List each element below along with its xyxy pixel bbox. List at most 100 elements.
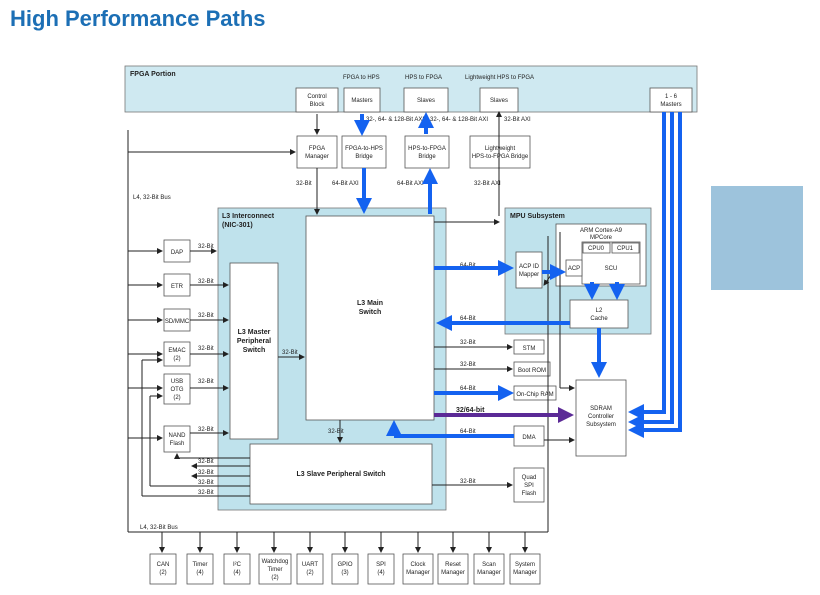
l3-master-peripheral-switch bbox=[229, 262, 279, 440]
svg-text:Flash: Flash bbox=[170, 441, 185, 447]
svg-text:MPU Subsystem: MPU Subsystem bbox=[510, 213, 565, 220]
svg-text:UART: UART bbox=[302, 562, 319, 568]
control-block bbox=[295, 87, 339, 113]
svg-text:Bridge: Bridge bbox=[418, 154, 436, 160]
svg-text:Timer: Timer bbox=[192, 562, 207, 568]
l4-bus-top-label: L4, 32-Bit Bus bbox=[133, 195, 171, 201]
svg-text:Manager: Manager bbox=[406, 570, 430, 576]
svg-text:(2): (2) bbox=[173, 395, 180, 401]
svg-text:64-Bit: 64-Bit bbox=[460, 429, 476, 435]
svg-text:(NIC-301): (NIC-301) bbox=[222, 222, 253, 229]
l2-cache bbox=[569, 299, 629, 329]
svg-text:L3 Main: L3 Main bbox=[357, 300, 383, 307]
svg-text:Boot ROM: Boot ROM bbox=[518, 368, 546, 374]
svg-text:(2): (2) bbox=[173, 356, 180, 362]
svg-text:32-Bit: 32-Bit bbox=[282, 350, 298, 356]
lw-hps-to-fpga-bridge bbox=[469, 135, 531, 169]
svg-text:Watchdog: Watchdog bbox=[262, 559, 289, 565]
svg-text:CAN: CAN bbox=[157, 562, 170, 568]
svg-text:(4): (4) bbox=[196, 570, 203, 576]
svg-text:(2): (2) bbox=[271, 575, 278, 581]
svg-text:Lightweight: Lightweight bbox=[485, 146, 516, 152]
fpga-slaves bbox=[403, 87, 449, 113]
hps-to-fpga-label: HPS to FPGA bbox=[405, 75, 442, 81]
scan-manager-block bbox=[473, 553, 505, 585]
svg-text:L3 Master: L3 Master bbox=[238, 329, 271, 336]
svg-text:Switch: Switch bbox=[243, 347, 266, 354]
uart-block bbox=[296, 553, 324, 585]
svg-text:Control: Control bbox=[307, 94, 326, 100]
svg-text:32-Bit: 32-Bit bbox=[198, 427, 214, 433]
lw-hps-to-fpga-label: Lightweight HPS to FPGA bbox=[465, 75, 534, 81]
clock-manager-block bbox=[402, 553, 434, 585]
svg-text:32-Bit AXI: 32-Bit AXI bbox=[474, 181, 501, 187]
svg-text:Block: Block bbox=[310, 102, 326, 108]
svg-text:Slaves: Slaves bbox=[417, 98, 435, 104]
svg-text:STM: STM bbox=[523, 346, 536, 352]
svg-text:(2): (2) bbox=[306, 570, 313, 576]
svg-text:Reset: Reset bbox=[445, 562, 461, 568]
watermark-box bbox=[711, 186, 803, 290]
black-connectors bbox=[127, 111, 575, 553]
svg-text:Flash: Flash bbox=[522, 491, 537, 497]
svg-text:ETR: ETR bbox=[171, 284, 184, 290]
svg-text:MPCore: MPCore bbox=[590, 235, 613, 241]
svg-text:L3 Interconnect: L3 Interconnect bbox=[222, 213, 275, 220]
svg-text:I²C: I²C bbox=[233, 562, 242, 568]
spi-block bbox=[367, 553, 395, 585]
hps-to-fpga-bridge bbox=[404, 135, 450, 169]
svg-text:Masters: Masters bbox=[351, 98, 372, 104]
svg-text:HPS-to-FPGA Bridge: HPS-to-FPGA Bridge bbox=[472, 154, 529, 160]
svg-text:Cache: Cache bbox=[590, 316, 608, 322]
cpu0-block bbox=[582, 242, 611, 254]
svg-text:DAP: DAP bbox=[171, 250, 183, 256]
svg-text:DMA: DMA bbox=[522, 435, 535, 441]
svg-text:NAND: NAND bbox=[168, 433, 186, 439]
svg-text:ACP ID: ACP ID bbox=[519, 264, 540, 270]
svg-text:Masters: Masters bbox=[660, 102, 681, 108]
axi-label-1: 32-, 64- & 128-Bit AXI bbox=[366, 117, 424, 123]
axi-label-3: 32-Bit AXI bbox=[504, 117, 531, 123]
fpga-masters bbox=[343, 87, 381, 113]
svg-text:64-Bit: 64-Bit bbox=[460, 316, 476, 322]
svg-text:Manager: Manager bbox=[513, 570, 537, 576]
usb-otg-block bbox=[163, 373, 191, 405]
svg-text:32-Bit: 32-Bit bbox=[198, 459, 214, 465]
quad-spi-flash-block bbox=[513, 467, 545, 503]
svg-text:32-Bit: 32-Bit bbox=[198, 244, 214, 250]
svg-text:64-Bit AXI: 64-Bit AXI bbox=[397, 181, 424, 187]
svg-text:Manager: Manager bbox=[441, 570, 465, 576]
svg-text:(4): (4) bbox=[233, 570, 240, 576]
svg-text:ARM Cortex-A9: ARM Cortex-A9 bbox=[580, 228, 623, 234]
slide-title: High Performance Paths bbox=[10, 6, 266, 31]
svg-text:ACP: ACP bbox=[568, 266, 580, 272]
svg-text:32-Bit: 32-Bit bbox=[198, 490, 214, 496]
cpu1-block bbox=[611, 242, 640, 254]
svg-text:CPU0: CPU0 bbox=[588, 246, 605, 252]
onchip-ram-block bbox=[513, 385, 557, 401]
emac-block bbox=[163, 341, 191, 367]
boot-rom-block bbox=[513, 361, 551, 377]
svg-text:Switch: Switch bbox=[359, 309, 382, 316]
svg-text:FPGA-to-HPS: FPGA-to-HPS bbox=[345, 146, 383, 152]
svg-text:SCU: SCU bbox=[605, 266, 618, 272]
svg-text:SPI: SPI bbox=[524, 483, 534, 489]
can-block bbox=[149, 553, 177, 585]
l4-bus-bottom-label: L4, 32-Bit Bus bbox=[140, 525, 178, 531]
gpio-block bbox=[331, 553, 359, 585]
svg-text:Mapper: Mapper bbox=[519, 272, 539, 278]
svg-text:Clock: Clock bbox=[410, 562, 426, 568]
svg-text:SDRAM: SDRAM bbox=[590, 406, 612, 412]
i2c-block bbox=[223, 553, 251, 585]
svg-text:System: System bbox=[515, 562, 535, 568]
svg-text:Peripheral: Peripheral bbox=[237, 338, 271, 345]
svg-text:32-Bit: 32-Bit bbox=[296, 181, 312, 187]
acp-id-mapper bbox=[515, 251, 543, 289]
svg-text:FPGA: FPGA bbox=[309, 146, 325, 152]
svg-text:32-Bit: 32-Bit bbox=[460, 340, 476, 346]
svg-text:EMAC: EMAC bbox=[168, 348, 186, 354]
fpga-masters-1-6 bbox=[649, 87, 693, 113]
svg-text:Quad: Quad bbox=[522, 475, 537, 481]
svg-text:32-Bit: 32-Bit bbox=[198, 379, 214, 385]
